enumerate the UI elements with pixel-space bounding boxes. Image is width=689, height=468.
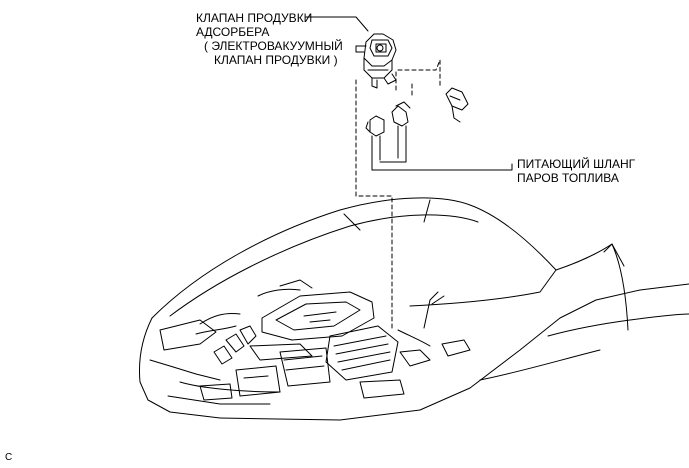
purge-valve-label-line3: ( ЭЛЕКТРОВАКУУМНЫЙ bbox=[204, 39, 343, 53]
purge-valve-leader bbox=[305, 16, 369, 32]
dashed-guide-lines bbox=[355, 59, 441, 331]
fuel-vapor-hose-label-line2: ПАРОВ ТОПЛИВА bbox=[517, 171, 619, 185]
connector-drawing bbox=[445, 87, 469, 123]
figure-code: C bbox=[5, 452, 13, 463]
fuel-vapor-hose-drawing bbox=[365, 101, 513, 171]
purge-valve-drawing bbox=[355, 33, 397, 89]
vehicle-outline bbox=[139, 197, 689, 421]
purge-valve-label: КЛАПАН ПРОДУВКИ АДСОРБЕРА ( ЭЛЕКТРОВАКУУ… bbox=[196, 11, 343, 67]
engine-compartment bbox=[195, 279, 471, 401]
purge-valve-label-line4: КЛАПАН ПРОДУВКИ ) bbox=[214, 53, 338, 67]
fuel-vapor-hose-label-line1: ПИТАЮЩИЙ ШЛАНГ bbox=[517, 157, 636, 171]
fuel-vapor-hose-label: ПИТАЮЩИЙ ШЛАНГ ПАРОВ ТОПЛИВА bbox=[517, 157, 635, 185]
purge-valve-label-line2: АДСОРБЕРА bbox=[196, 25, 270, 39]
purge-valve-label-line1: КЛАПАН ПРОДУВКИ bbox=[196, 11, 313, 25]
